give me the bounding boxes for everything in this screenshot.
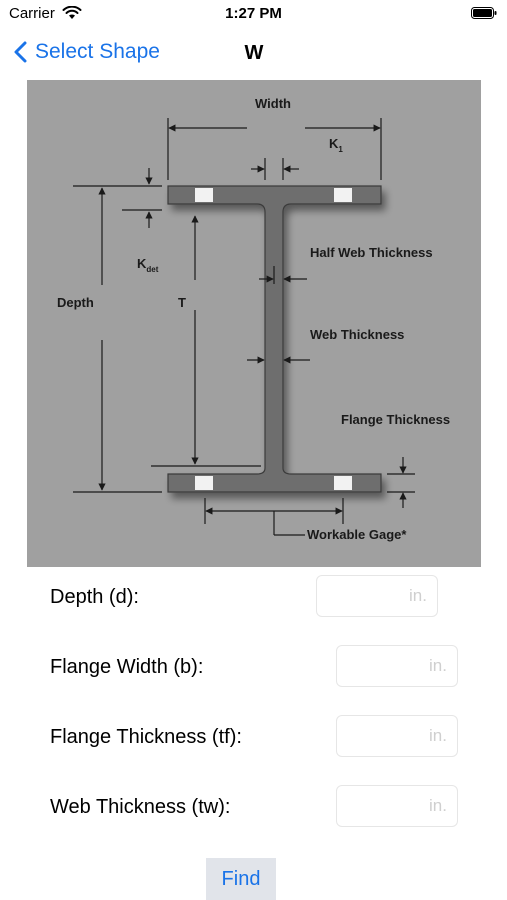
width-label: Width bbox=[255, 96, 291, 111]
t-label: T bbox=[178, 295, 186, 310]
carrier-label: Carrier bbox=[9, 5, 55, 22]
kdet-label: Kdet bbox=[137, 256, 159, 274]
bolt-hole bbox=[334, 476, 352, 490]
bolt-hole bbox=[334, 188, 352, 202]
back-button[interactable]: Select Shape bbox=[14, 36, 160, 68]
wifi-icon bbox=[62, 6, 82, 19]
flange-thickness-label: Flange Thickness bbox=[341, 412, 450, 427]
flange-thickness-input[interactable] bbox=[336, 715, 458, 757]
web-thickness-label: Web Thickness (tw): bbox=[50, 796, 231, 818]
flange-width-input[interactable] bbox=[336, 645, 458, 687]
half-web-thickness-label: Half Web Thickness bbox=[310, 245, 433, 260]
form-row-flange-width: Flange Width (b): bbox=[0, 645, 507, 689]
form-row-web-thickness: Web Thickness (tw): bbox=[0, 785, 507, 829]
navigation-bar: Select Shape W bbox=[0, 30, 507, 74]
flange-thickness-label: Flange Thickness (tf): bbox=[50, 726, 242, 748]
flange-width-label: Flange Width (b): bbox=[50, 656, 204, 678]
depth-label: Depth (d): bbox=[50, 586, 139, 608]
web-thickness-label: Web Thickness bbox=[310, 327, 404, 342]
k1-label: K1 bbox=[329, 136, 343, 154]
page-title: W bbox=[244, 42, 264, 64]
w-beam-diagram: Width K1 Kdet Depth T Half Web Thickness… bbox=[57, 96, 450, 542]
chevron-left-icon bbox=[14, 41, 27, 63]
workable-gage-label: Workable Gage* bbox=[307, 527, 407, 542]
clock-label: 1:27 PM bbox=[225, 5, 282, 22]
web-thickness-input[interactable] bbox=[336, 785, 458, 827]
status-bar: Carrier 1:27 PM bbox=[0, 0, 507, 28]
depth-label: Depth bbox=[57, 295, 94, 310]
depth-input[interactable] bbox=[316, 575, 438, 617]
bolt-hole bbox=[195, 188, 213, 202]
i-beam-shape bbox=[167, 185, 382, 493]
back-button-label: Select Shape bbox=[35, 40, 160, 63]
bolt-hole bbox=[195, 476, 213, 490]
find-button[interactable]: Find bbox=[206, 858, 276, 900]
form-row-flange-thickness: Flange Thickness (tf): bbox=[0, 715, 507, 759]
form-row-depth: Depth (d): bbox=[0, 575, 507, 619]
shape-diagram: Width K1 Kdet Depth T Half Web Thickness… bbox=[27, 80, 481, 567]
battery-icon bbox=[471, 7, 497, 19]
